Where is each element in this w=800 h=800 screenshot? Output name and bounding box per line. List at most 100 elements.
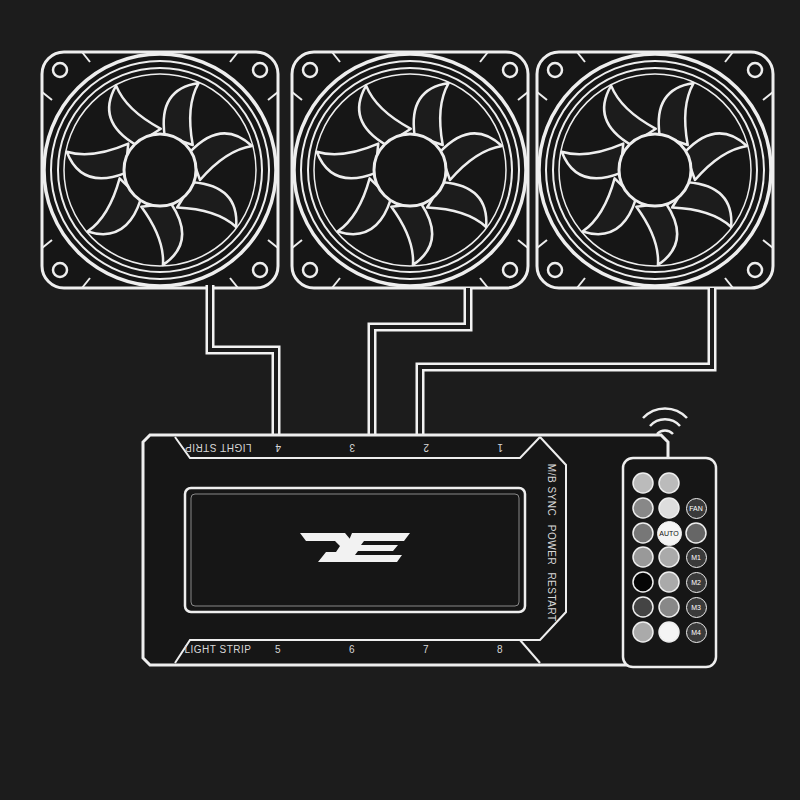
frame-edge [725,278,733,288]
frame-edge [577,278,585,288]
mount-hole [503,63,517,77]
led-ring [44,54,276,286]
mount-hole [303,263,317,277]
port-number: 5 [275,645,281,655]
button-label: POWER [546,525,556,565]
remote-button: M4 [686,622,707,643]
frame-edge [42,92,52,100]
port-number: 1 [497,442,503,452]
port-number: 3 [349,442,355,452]
frame-edge [763,240,773,248]
button-label: M1 [691,554,701,561]
frame-edge [82,52,90,62]
port-number: 2 [423,442,429,452]
frame-edge [332,52,340,62]
remote-button [633,572,653,592]
remote-button: M1 [686,547,707,568]
port-label: LIGHT STRIP [185,442,252,452]
port-number: 7 [423,645,429,655]
remote-button [633,597,653,617]
led-ring [539,54,771,286]
fan-cables [210,285,712,436]
controller-hub [143,435,668,665]
remote-control [623,408,716,667]
remote-button: AUTO [657,521,682,546]
remote-button [659,473,679,493]
frame-edge [763,92,773,100]
button-label: M4 [691,629,701,636]
fan-blade [440,133,502,180]
frame-edge [518,92,528,100]
remote-button [633,498,653,518]
mount-hole [53,263,67,277]
frame-edge [292,92,302,100]
port-number: 6 [349,645,355,655]
mount-hole [503,263,517,277]
remote-button: M3 [686,597,707,618]
frame-edge [480,52,488,62]
rgb-fan [292,52,528,288]
frame-edge [518,240,528,248]
fan-hub [619,134,691,206]
button-label: M2 [691,579,701,586]
mount-hole [253,263,267,277]
frame-edge [292,240,302,248]
frame-edge [332,278,340,288]
remote-button [659,572,679,592]
port-number: 4 [275,442,281,452]
brand-logo [300,533,410,562]
button-label: RESTART [546,572,556,621]
frame-edge [268,92,278,100]
frame-edge [230,278,238,288]
frame-edge [230,52,238,62]
mount-hole [548,63,562,77]
mount-hole [53,63,67,77]
button-label: M3 [691,604,701,611]
led-ring [308,68,512,272]
fan-blade [190,133,252,180]
rgb-fan [537,52,773,288]
frame-edge [42,240,52,248]
remote-button [686,523,706,543]
led-ring [51,61,269,279]
fan-hub [124,134,196,206]
remote-button [633,622,653,642]
mount-hole [303,63,317,77]
button-label: FAN [689,505,703,512]
mount-hole [548,263,562,277]
led-ring [553,68,757,272]
button-label: M/B SYNC [546,464,556,516]
frame-edge [268,240,278,248]
fan-blade [685,133,747,180]
frame-edge [577,52,585,62]
led-ring [58,68,262,272]
mount-hole [748,263,762,277]
led-ring [294,54,526,286]
remote-button: FAN [686,498,707,519]
led-ring [301,61,519,279]
remote-button [659,597,679,617]
fans [42,52,773,288]
remote-button [633,547,653,567]
rgb-fan [42,52,278,288]
remote-button [633,473,653,493]
remote-button: M2 [686,572,707,593]
remote-button [659,547,679,567]
frame-edge [537,240,547,248]
remote-buttons [633,473,706,642]
frame-edge [537,92,547,100]
frame-edge [82,278,90,288]
port-label: LIGHT STRIP [185,645,252,655]
remote-button [659,622,679,642]
mount-hole [253,63,267,77]
button-label: AUTO [659,530,678,537]
frame-edge [480,278,488,288]
frame-edge [725,52,733,62]
fan-hub [374,134,446,206]
port-number: 8 [497,645,503,655]
mount-hole [748,63,762,77]
remote-button [659,498,679,518]
controller-box: LIGHT STRIP 4 3 2 1M/B SYNC POWER RESTART LIGHT… [143,435,668,665]
